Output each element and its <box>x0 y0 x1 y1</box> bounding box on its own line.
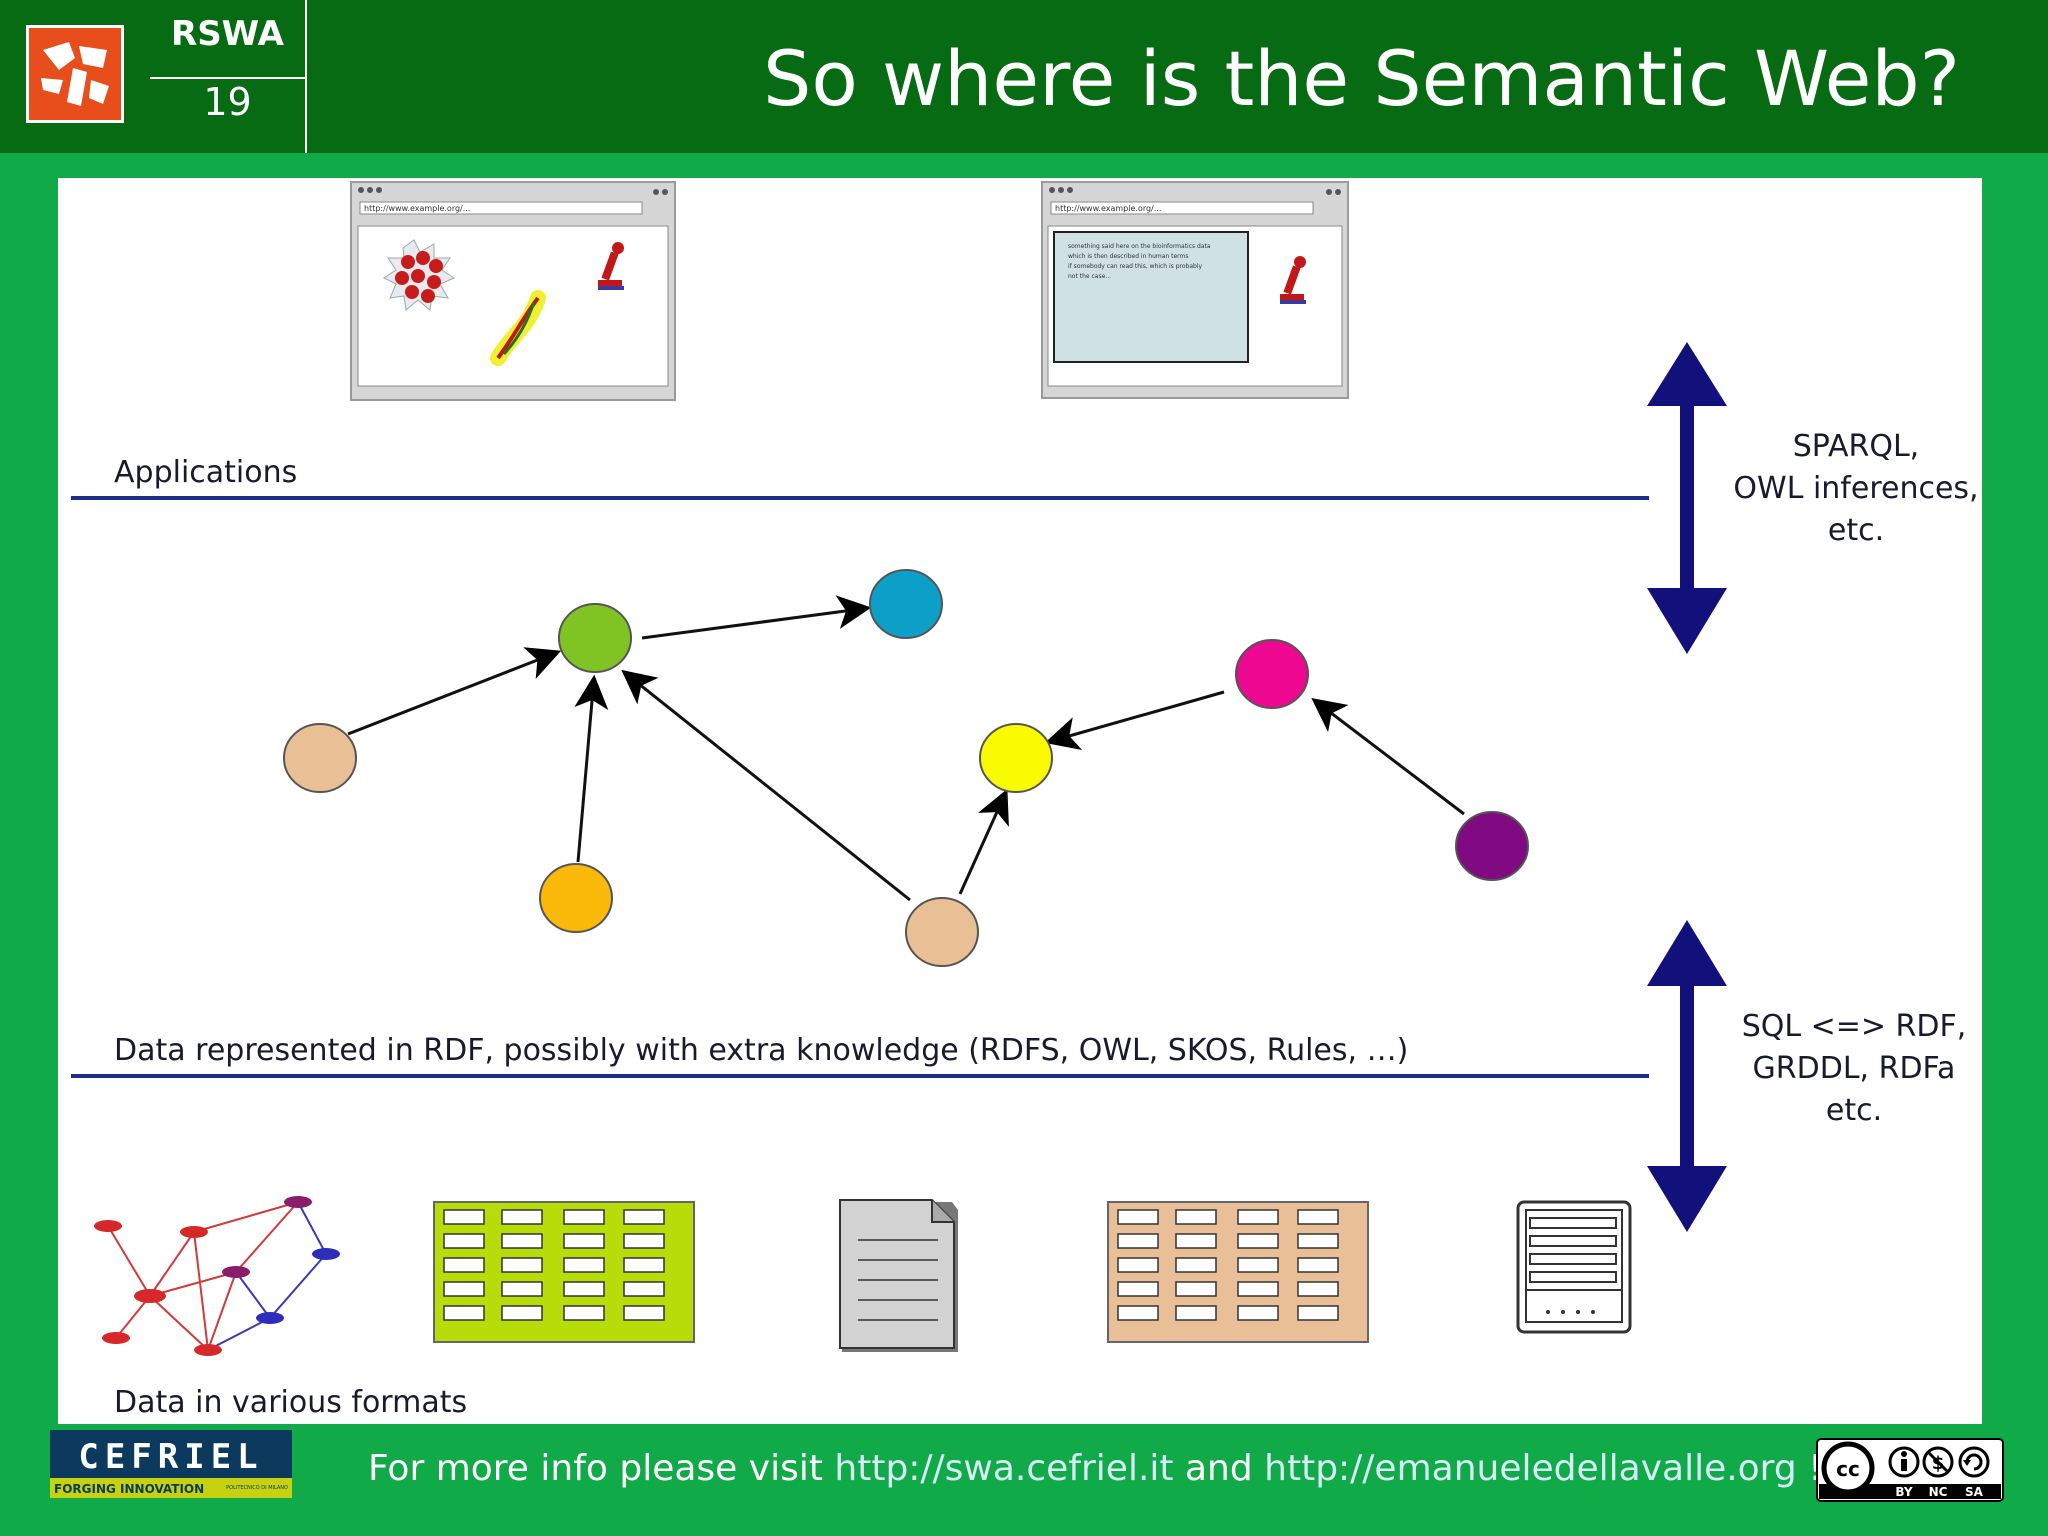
rdf-node <box>1455 811 1529 881</box>
browser-2-text-line-2: which is then described in human terms <box>1068 253 1189 260</box>
cc-by-label: BY <box>1895 1485 1912 1499</box>
web-form-icon <box>1516 1200 1632 1334</box>
rdf-edge <box>621 669 911 902</box>
bottom-arrow-label-line-3: etc. <box>1826 1093 1882 1128</box>
slide-number: 19 <box>203 80 252 124</box>
rdf-node <box>558 603 632 673</box>
cc-nc-label: NC <box>1929 1485 1948 1499</box>
browser-2-url: http://www.example.org/... <box>1055 204 1161 213</box>
applications-label: Applications <box>114 455 297 490</box>
double-arrow-bottom <box>1647 920 1727 1232</box>
rdf-node <box>869 569 943 639</box>
footer-mid: and <box>1173 1448 1265 1489</box>
bottom-arrow-label-line-2: GRDDL, RDFa <box>1753 1051 1956 1086</box>
rdf-node <box>1235 639 1309 709</box>
spreadsheet-tan-icon <box>1107 1201 1369 1343</box>
rdf-edge <box>1044 690 1225 750</box>
cefriel-logo-small: POLITECNICO DI MILANO <box>226 1485 288 1491</box>
semantic-web-diagram: http://www.example.org/... <box>71 181 1979 1420</box>
cefriel-logo-tagline: FORGING INNOVATION <box>54 1482 204 1496</box>
rdf-edge <box>574 674 609 863</box>
rswa-logo <box>26 25 124 123</box>
rdf-node <box>979 723 1053 793</box>
browser-2-text-line-1: something said here on the bioinformatic… <box>1068 243 1211 250</box>
top-arrow-label-line-2: OWL inferences, <box>1733 471 1978 506</box>
rdf-graph-nodes <box>283 569 1529 967</box>
svg-text:cc: cc <box>1836 1457 1860 1481</box>
double-arrow-top <box>1647 342 1727 654</box>
browser-2-text-line-4: not the case... <box>1068 273 1111 280</box>
footer-info: For more info please visit http://swa.ce… <box>368 1448 1823 1489</box>
browser-2-text-line-3: if somebody can read this, which is prob… <box>1068 263 1202 270</box>
cc-sa-label: SA <box>1965 1485 1984 1499</box>
rdf-node <box>905 897 979 967</box>
top-arrow-label-line-1: SPARQL, <box>1793 429 1919 464</box>
browser-2-text-block <box>1053 231 1249 363</box>
rswa-logo-icon <box>41 42 109 106</box>
rdf-layer-line <box>71 1074 1649 1078</box>
microscope-icon <box>1280 256 1306 304</box>
bottom-arrow-label-line-1: SQL <=> RDF, <box>1742 1009 1967 1044</box>
network-graph-icon <box>94 1196 340 1356</box>
browser-1-url: http://www.example.org/... <box>364 204 470 213</box>
footer-prefix: For more info please visit <box>368 1448 835 1489</box>
diagram-panel: http://www.example.org/... <box>58 178 1982 1424</box>
course-divider <box>150 77 305 79</box>
applications-layer-line <box>71 496 1649 500</box>
course-code: RSWA <box>171 14 284 54</box>
cefriel-logo: CEFRIEL FORGING INNOVATION POLITECNICO D… <box>50 1430 292 1498</box>
browser-window-1: http://www.example.org/... <box>350 181 676 401</box>
rdf-data-label: Data represented in RDF, possibly with e… <box>114 1033 1408 1068</box>
spreadsheet-green-icon <box>433 1201 695 1343</box>
footer-link-emanuele[interactable]: http://emanueledellavalle.org <box>1264 1448 1797 1489</box>
rdf-graph-edges <box>347 595 1465 902</box>
footer-link-swa[interactable]: http://swa.cefriel.it <box>834 1448 1174 1489</box>
cefriel-logo-text: CEFRIEL <box>78 1437 263 1477</box>
rdf-node <box>283 723 357 793</box>
data-formats-label: Data in various formats <box>114 1385 467 1420</box>
rdf-edge <box>641 595 872 640</box>
microscope-icon <box>598 242 624 290</box>
cc-sa-icon <box>1958 1446 1990 1478</box>
document-icon <box>839 1199 958 1352</box>
periodic-table-icon <box>383 239 456 311</box>
header-divider <box>305 0 307 153</box>
rdf-edge <box>958 788 1009 895</box>
dna-icon <box>490 290 546 366</box>
slide-header: RSWA 19 So where is the Semantic Web? <box>0 0 2048 153</box>
rdf-node <box>539 863 613 933</box>
top-arrow-label-line-3: etc. <box>1828 513 1884 548</box>
rdf-edge <box>1311 697 1465 816</box>
creative-commons-badge[interactable]: cc $ BY NC SA <box>1816 1438 2004 1502</box>
rdf-edge <box>347 647 562 736</box>
cc-icon <box>1821 1441 1875 1495</box>
slide-title: So where is the Semantic Web? <box>763 34 1960 123</box>
browser-window-2: http://www.example.org/... something sai… <box>1041 181 1349 399</box>
